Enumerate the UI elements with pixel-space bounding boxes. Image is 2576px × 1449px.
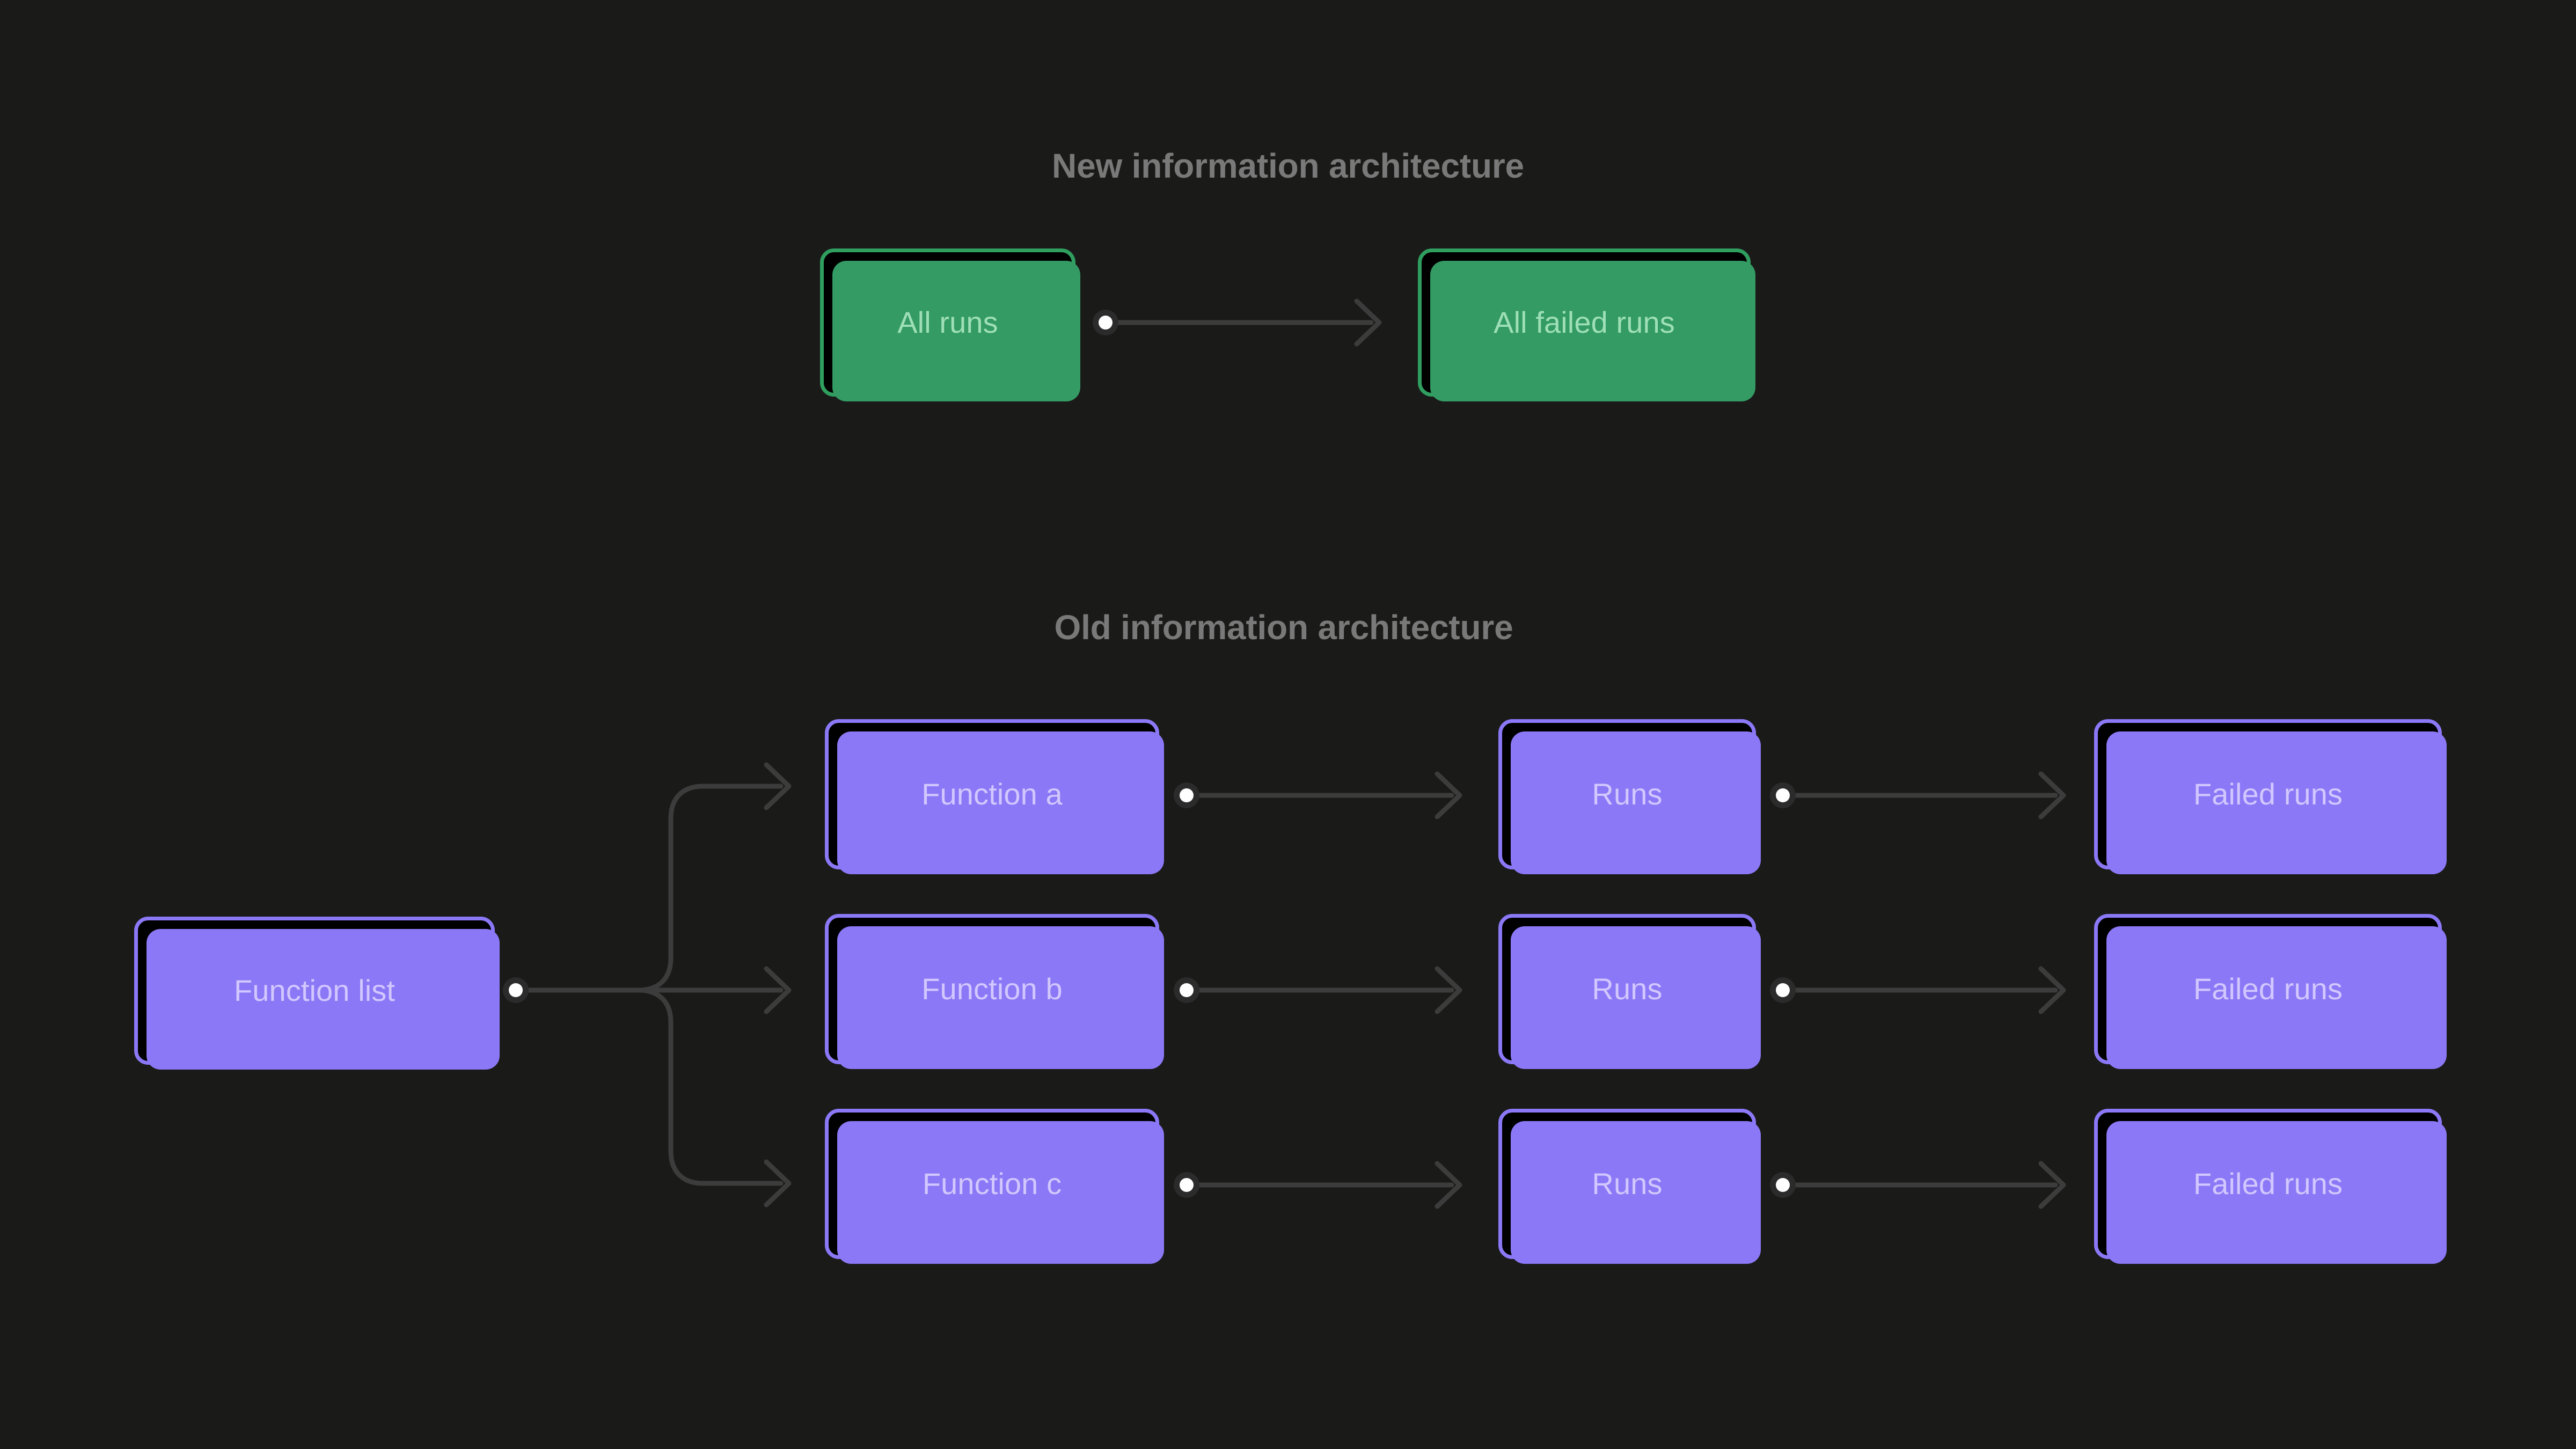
node-label: Runs	[1592, 972, 1663, 1006]
node-runs-b[interactable]: Runs	[1498, 914, 1761, 1069]
node-function-c[interactable]: Function c	[825, 1109, 1164, 1264]
node-label: Failed runs	[2193, 972, 2343, 1006]
edge-runs-to-failed-runs-c	[1770, 1161, 2066, 1209]
edge-function-b-to-runs	[1174, 966, 1462, 1014]
node-function-b[interactable]: Function b	[825, 914, 1164, 1069]
node-label: All failed runs	[1494, 305, 1675, 339]
node-all-failed-runs[interactable]: All failed runs	[1418, 248, 1755, 401]
section-title-new-architecture: New information architecture	[1052, 147, 1524, 185]
node-label: Function b	[921, 972, 1063, 1006]
section-title-old-architecture: Old information architecture	[1054, 608, 1513, 647]
node-label: All runs	[897, 305, 998, 339]
node-label: Failed runs	[2193, 1167, 2343, 1201]
edge-runs-to-failed-runs-a	[1770, 771, 2066, 819]
edge-all-runs-to-all-failed-runs	[1093, 298, 1382, 347]
node-failed-runs-a[interactable]: Failed runs	[2094, 719, 2447, 874]
node-label: Runs	[1592, 1167, 1663, 1201]
node-runs-c[interactable]: Runs	[1498, 1109, 1761, 1264]
edge-function-c-to-runs	[1174, 1161, 1462, 1209]
node-failed-runs-b[interactable]: Failed runs	[2094, 914, 2447, 1069]
edge-function-list-branch	[503, 762, 792, 1208]
node-all-runs[interactable]: All runs	[820, 248, 1080, 401]
node-label: Function list	[233, 974, 396, 1007]
node-label: Function c	[922, 1167, 1062, 1201]
node-function-a[interactable]: Function a	[825, 719, 1164, 874]
node-label: Failed runs	[2193, 777, 2343, 811]
node-label: Runs	[1592, 777, 1663, 811]
edge-runs-to-failed-runs-b	[1770, 966, 2066, 1014]
node-runs-a[interactable]: Runs	[1498, 719, 1761, 874]
node-failed-runs-c[interactable]: Failed runs	[2094, 1109, 2447, 1264]
edge-function-a-to-runs	[1174, 771, 1462, 819]
node-function-list[interactable]: Function list	[134, 917, 500, 1070]
node-label: Function a	[921, 777, 1063, 811]
